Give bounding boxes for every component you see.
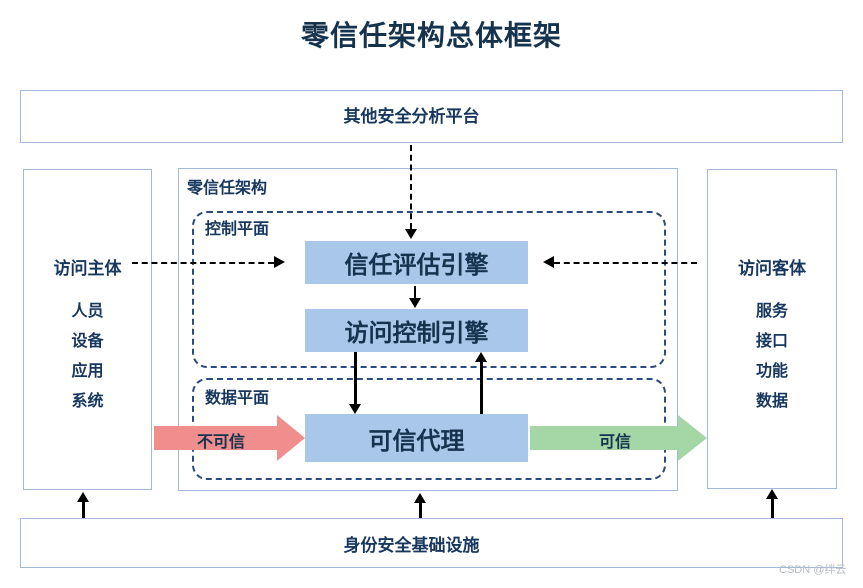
proxy-to-engine-arrowhead-icon [475, 352, 487, 362]
untrusted-flow-arrow-body [154, 426, 277, 450]
access-subject-item: 应用 [71, 363, 104, 380]
engine-to-proxy-arrowhead-icon [349, 404, 361, 414]
access-subject-title: 访问主体 [53, 259, 122, 278]
access-control-engine-label: 访问控制引擎 [344, 320, 489, 347]
access-object-item: 功能 [755, 363, 788, 380]
trusted-flow-arrow-body [530, 426, 678, 450]
data-plane-label: 数据平面 [205, 390, 270, 407]
infra-to-zerotrust-arrow-line [419, 502, 422, 518]
engine-to-engine-arrow-line [414, 286, 416, 298]
control-plane-label: 控制平面 [205, 221, 270, 238]
trusted-proxy-label: 可信代理 [368, 427, 465, 455]
access-subject-box: 访问主体 人员 设备 应用 系统 [23, 169, 152, 490]
trusted-flow-label: 可信 [598, 434, 631, 451]
access-control-engine-box: 访问控制引擎 [305, 309, 528, 352]
identity-infrastructure-box: 身份安全基础设施 [20, 518, 843, 568]
infra-to-zerotrust-arrowhead-icon [414, 493, 426, 503]
subject-to-engine-arrow-line [132, 262, 274, 264]
untrusted-flow-label: 不可信 [196, 434, 245, 451]
trust-evaluation-engine-label: 信任评估引擎 [344, 252, 489, 279]
identity-infrastructure-label: 身份安全基础设施 [343, 535, 480, 555]
platform-to-engine-arrow-line [410, 145, 412, 229]
infra-to-subject-arrowhead-icon [77, 492, 89, 502]
access-object-item: 服务 [755, 303, 788, 320]
trust-evaluation-engine-box: 信任评估引擎 [305, 241, 528, 284]
untrusted-flow-arrowhead-icon [277, 415, 305, 461]
other-security-platform-label: 其他安全分析平台 [343, 107, 480, 126]
object-to-engine-arrow-line [554, 262, 697, 264]
proxy-to-engine-arrow-line [480, 361, 483, 414]
control-plane-box [192, 211, 666, 368]
infra-to-object-arrowhead-icon [766, 489, 778, 499]
access-subject-item: 设备 [71, 333, 104, 350]
trusted-flow-arrowhead-icon [678, 415, 707, 461]
subject-to-engine-arrowhead-icon [274, 256, 285, 268]
trusted-proxy-box: 可信代理 [305, 414, 528, 462]
access-object-box: 访问客体 服务 接口 功能 数据 [707, 169, 837, 489]
access-subject-item: 人员 [71, 303, 104, 320]
watermark: CSDN @绊云 [779, 564, 847, 576]
infra-to-object-arrow-line [771, 498, 774, 518]
infra-to-subject-arrow-line [82, 501, 85, 518]
engine-to-proxy-arrow-line [354, 352, 357, 405]
access-object-item: 接口 [755, 333, 788, 350]
zero-trust-label: 零信任架构 [187, 180, 268, 197]
object-to-engine-arrowhead-icon [543, 256, 554, 268]
page-title: 零信任架构总体框架 [300, 20, 562, 51]
engine-to-engine-arrowhead-icon [409, 298, 421, 308]
platform-to-engine-arrowhead-icon [405, 229, 417, 239]
other-security-platform-box: 其他安全分析平台 [20, 90, 843, 143]
access-object-item: 数据 [755, 393, 788, 410]
access-object-title: 访问客体 [738, 259, 806, 278]
access-subject-item: 系统 [71, 393, 104, 410]
